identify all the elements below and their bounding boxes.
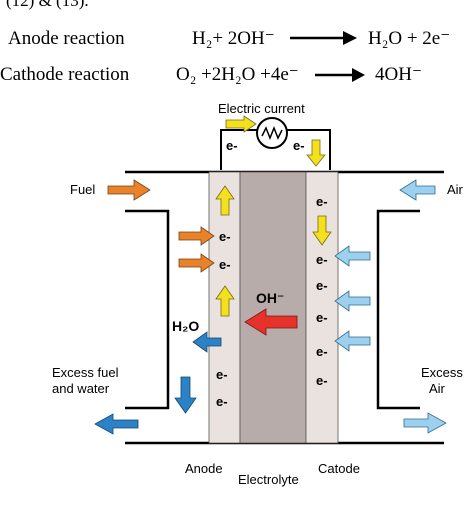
electric-current-label: Electric current [218,101,305,116]
anode-reaction-products: H₂O + 2e⁻ [368,28,450,49]
anode-reaction-reactants: H₂+ 2OH⁻ [192,28,275,49]
cathode-label: Catode [318,461,360,476]
cathode-electron-6: e- [316,373,328,388]
anode-electron-2: e- [219,257,231,272]
cathode-electron-1: e- [316,194,328,209]
cathode-reaction-reactants: O₂ +2H₂O +4e⁻ [176,64,299,85]
air-label: Air [447,182,464,197]
cathode-air-arrow-3 [334,330,371,352]
electrolyte-label: Electrolyte [238,472,299,487]
anode-fuel-arrow-1 [178,226,215,246]
hydroxide-arrow [244,308,298,336]
anode-electron-arrow-up-1 [215,185,235,216]
anode-fuel-arrow-2 [178,253,215,273]
cathode-air-arrow-2 [334,290,371,312]
excess-air-outlet-arrow [403,412,447,434]
and-water-label: and water [52,381,110,396]
cathode-electron-2: e- [316,252,328,267]
circuit-electron-arrow-right [225,115,257,133]
anode-electron-3: e- [216,367,228,382]
anode-electron-1: e- [219,229,231,244]
fuel-label: Fuel [70,182,95,197]
water-arrow-down [174,376,197,414]
anode-electron-arrow-up-2 [215,285,235,317]
cathode-reaction-arrow [315,68,365,82]
excess-fuel-label: Excess fuel [52,365,119,380]
cathode-air-arrow-1 [334,245,371,267]
circuit-electron-right: e- [293,138,305,153]
hydroxide-label: OH⁻ [256,290,284,306]
cathode-reaction-label: Cathode reaction [0,64,130,85]
anode-reaction-arrow [290,31,357,45]
cathode-reaction-products: 4OH⁻ [375,64,422,85]
excess-fuel-outlet-arrow [94,413,139,435]
excess-air-label-2: Air [429,381,446,396]
excess-air-label-1: Excess [421,365,463,380]
circuit-electron-left: e- [226,138,238,153]
water-arrow-left [192,331,222,353]
anode-reaction-label: Anode reaction [8,28,125,49]
cathode-electrode [305,171,339,444]
circuit-electron-arrow-down [306,139,326,167]
water-label: H₂O [172,318,199,334]
electrolyte-layer [239,171,307,444]
anode-electron-4: e- [216,394,228,409]
cathode-electron-5: e- [316,344,328,359]
fuel-inlet-arrow [107,179,151,201]
caption-fragment: (12) & (13). [6,0,89,10]
anode-label: Anode [185,461,223,476]
cathode-electron-4: e- [316,310,328,325]
cathode-electron-arrow-down [312,215,332,246]
cathode-electron-3: e- [316,278,328,293]
resistor-icon [256,117,288,149]
air-inlet-arrow [399,179,436,201]
